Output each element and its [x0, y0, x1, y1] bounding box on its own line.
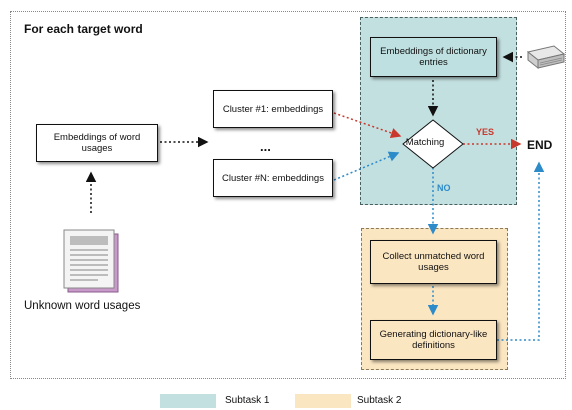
arrow-generate-to-end [497, 161, 545, 341]
dictionary-entries-box: Embeddings of dictionary entries [370, 37, 497, 77]
embeddings-usages-box: Embeddings of word usages [36, 124, 158, 162]
legend-label-subtask1: Subtask 1 [225, 395, 270, 406]
generating-definitions-box: Generating dictionary-like definitions [370, 320, 497, 360]
arrow-cluster1-to-matching [333, 112, 402, 138]
legend-label-subtask2: Subtask 2 [357, 395, 402, 406]
legend-swatch-subtask1 [160, 394, 216, 408]
yes-label: YES [476, 127, 495, 137]
end-label: END [527, 138, 553, 152]
no-label: NO [437, 183, 451, 193]
diagram-title: For each target word [24, 22, 143, 36]
arrow-clusterN-to-matching [333, 151, 400, 181]
matching-label: Matching [405, 137, 445, 148]
cluster-ellipsis: ... [260, 139, 271, 154]
legend-swatch-subtask2 [295, 394, 351, 408]
cluster-1-box: Cluster #1: embeddings [213, 90, 333, 128]
collect-unmatched-box: Collect unmatched word usages [370, 240, 497, 284]
dictionary-book-icon [526, 45, 566, 70]
unknown-usages-label: Unknown word usages [24, 300, 141, 312]
outer-frame [10, 11, 566, 379]
cluster-n-box: Cluster #N: embeddings [213, 159, 333, 197]
matching-diamond [402, 119, 464, 169]
document-icon [63, 229, 119, 293]
